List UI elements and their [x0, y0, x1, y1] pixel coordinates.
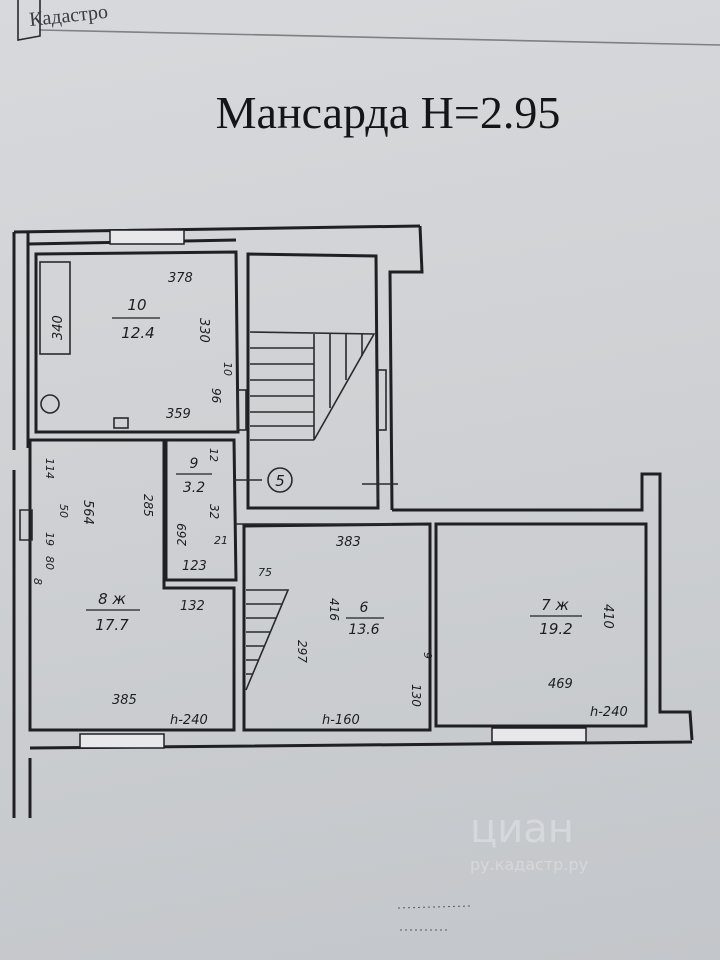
dim-r10-right: 330	[196, 318, 211, 343]
dim-r8-e: 8	[31, 578, 44, 585]
room-label-6: 6 13.6	[346, 600, 384, 638]
room-label-7: 7 ж 19.2	[530, 596, 582, 638]
room-label-8: 8 ж 17.7	[86, 590, 140, 634]
dim-r8-bottom: 385	[112, 693, 137, 708]
staircase-upper	[249, 331, 376, 441]
toilet-icon	[40, 394, 60, 414]
dim-r9-top: 12	[207, 448, 220, 462]
svg-text:12.4: 12.4	[121, 324, 154, 342]
window-bottom-left	[79, 733, 165, 749]
header-stamp: Кадастро	[17, 0, 720, 46]
stair-marker-label: 5	[275, 472, 285, 490]
svg-text:7 ж: 7 ж	[541, 596, 569, 614]
wall-niche	[19, 509, 33, 541]
svg-text:6: 6	[360, 600, 369, 616]
dim-r8-depth: 564	[80, 500, 95, 525]
svg-text:8 ж: 8 ж	[98, 590, 126, 608]
height-r6: h-160	[322, 713, 360, 728]
dimensions: 378 340 330 359 10 96 12 269 32 123 21 1…	[31, 271, 615, 708]
dim-r8-mid: 132	[180, 599, 205, 614]
height-r7: h-240	[590, 705, 628, 720]
staircase-lower	[245, 589, 290, 691]
room-label-9: 9 3.2	[176, 456, 212, 496]
room-label-10: 10 12.4	[112, 296, 160, 342]
sink-icon	[113, 417, 129, 429]
watermark-brand: циан	[470, 806, 574, 852]
dim-r6-diag: 297	[295, 640, 309, 663]
svg-text:9: 9	[190, 456, 199, 472]
dim-r8-d: 80	[43, 556, 56, 570]
height-r8: h-240	[170, 713, 208, 728]
dim-r7-bottom: 469	[548, 677, 573, 692]
watermark-sub: ру.кадастр.ру	[470, 855, 588, 874]
fixtures	[19, 261, 387, 541]
door-stair	[377, 369, 387, 431]
window-bottom-right	[491, 727, 587, 743]
dim-r6-corner: 130	[409, 684, 423, 707]
svg-text:19.2: 19.2	[539, 620, 572, 638]
dim-r6-left: 416	[327, 598, 341, 621]
windows	[79, 229, 587, 749]
dim-r10-small: 10	[221, 362, 234, 376]
plan-title: Мансарда H=2.95	[216, 87, 561, 138]
dim-r8-c: 19	[43, 532, 56, 546]
dim-r7-right: 410	[600, 604, 615, 629]
dim-r9-right: 32	[207, 504, 221, 519]
svg-text:10: 10	[127, 296, 146, 314]
dim-r8-a: 114	[43, 458, 56, 479]
svg-text:3.2: 3.2	[183, 480, 205, 496]
dim-r9-left: 269	[175, 523, 189, 546]
dim-r10-left: 340	[51, 315, 66, 340]
watermark: циан ру.кадастр.ру	[470, 806, 588, 874]
stair-marker: 5	[267, 467, 293, 493]
dim-r8-b: 50	[57, 504, 70, 518]
dim-r9-gap: 21	[214, 534, 228, 547]
dim-r8-side: 285	[141, 494, 155, 517]
bathtub	[39, 261, 71, 355]
dim-r10-door: 96	[209, 388, 223, 404]
walls	[12, 224, 694, 818]
dim-r6-stair: 75	[258, 566, 272, 579]
dim-r6-top: 383	[336, 535, 361, 550]
dim-r10-top: 378	[168, 271, 193, 286]
window-top	[109, 229, 185, 245]
svg-text:13.6: 13.6	[348, 622, 379, 638]
door-10	[237, 389, 247, 431]
dim-r6-small: 9	[421, 652, 434, 659]
dim-r9-bottom: 123	[182, 559, 207, 574]
ceiling-heights: h-240 h-160 h-240	[170, 705, 628, 728]
dim-r10-bottom: 359	[166, 407, 191, 422]
bottom-stamp	[397, 905, 471, 931]
svg-text:17.7: 17.7	[95, 616, 129, 634]
